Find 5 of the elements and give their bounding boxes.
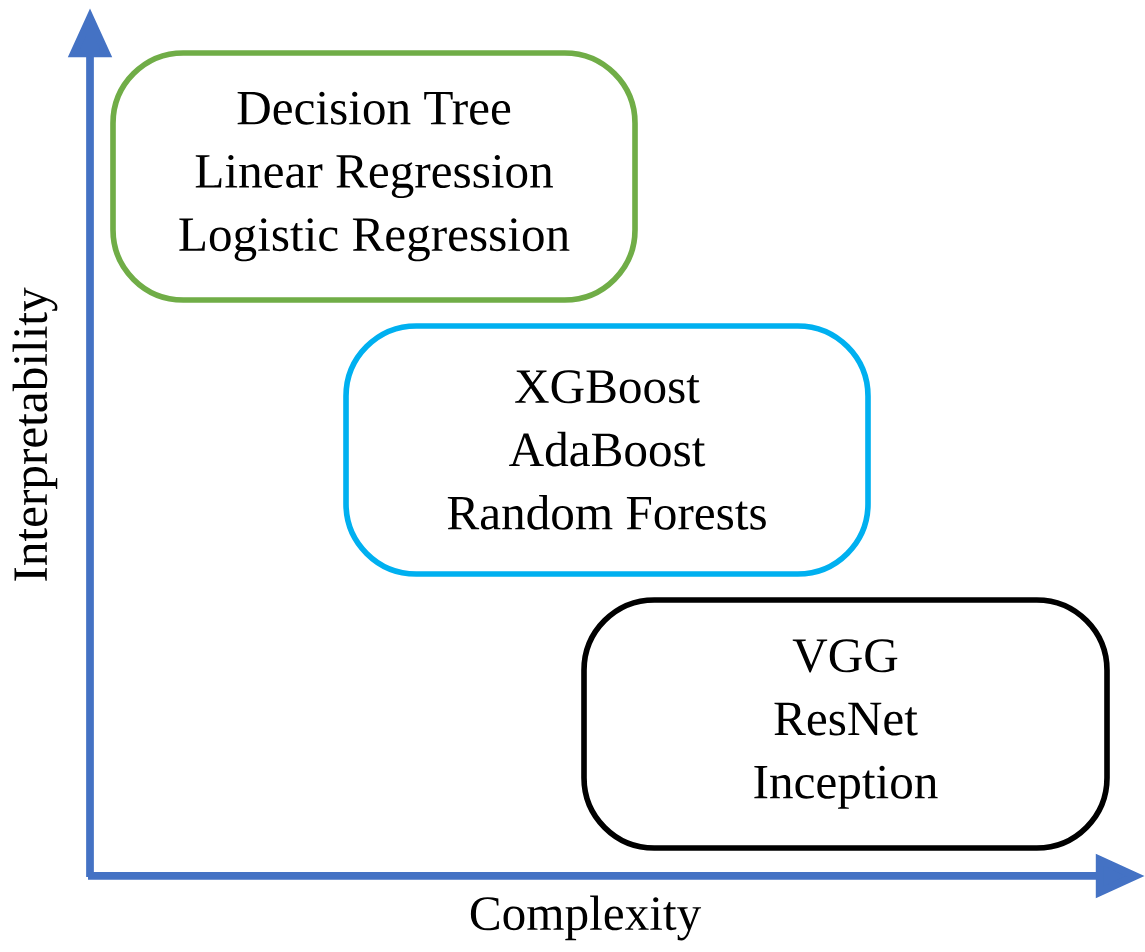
axis-label: Interpretability	[12, 287, 58, 581]
model-box: VGG ResNet Inception	[581, 597, 1110, 851]
model-box: Decision Tree Linear Regression Logistic Regression	[110, 50, 638, 303]
model-box: XGBoost AdaBoost Random Forests	[343, 323, 871, 577]
axis-label: Complexity	[470, 895, 702, 941]
